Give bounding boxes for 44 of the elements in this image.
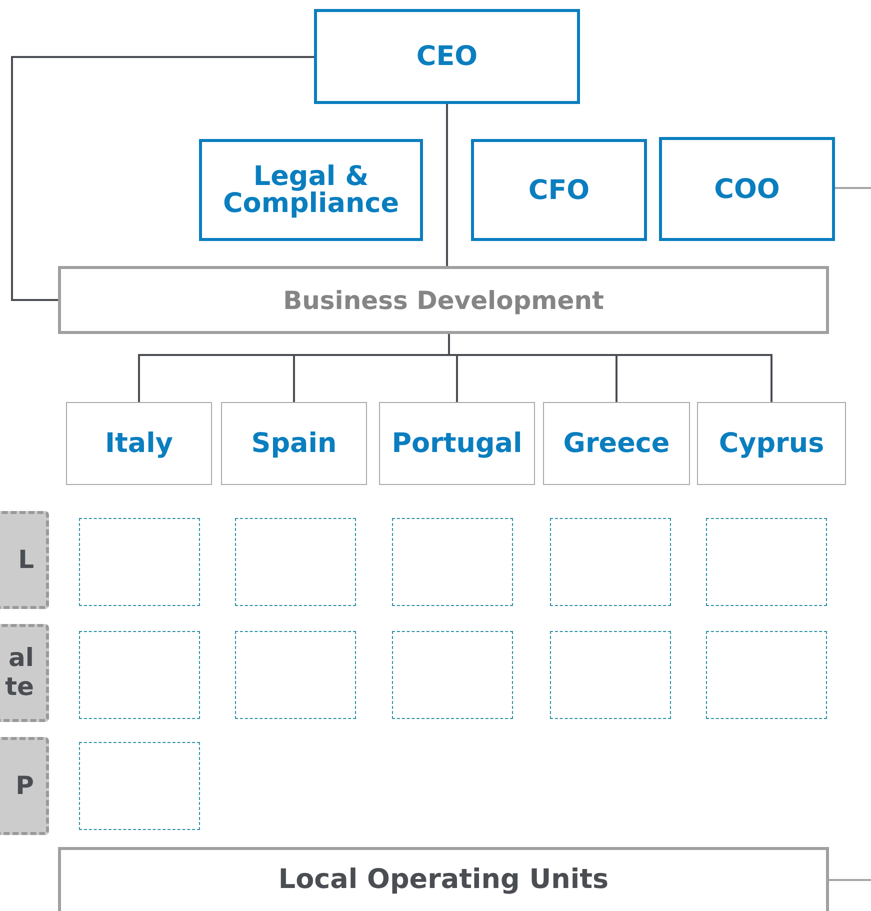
empty-box (79, 518, 200, 606)
country-box (697, 402, 846, 485)
connector-line (835, 187, 871, 189)
department-box (58, 847, 829, 911)
executive-box (659, 137, 835, 241)
row-label-box (0, 737, 49, 835)
connector-line (829, 879, 871, 881)
node-label: CFO (528, 176, 590, 204)
empty-box (235, 631, 356, 719)
empty-box (706, 631, 827, 719)
empty-box (235, 518, 356, 606)
node-label: Spain (251, 428, 337, 459)
empty-box (79, 742, 200, 830)
empty-box (392, 631, 513, 719)
node-label: Greece (563, 428, 670, 459)
node-label: P (16, 772, 34, 800)
country-box (66, 402, 212, 485)
empty-box (706, 518, 827, 606)
node-label: Cyprus (718, 428, 824, 459)
node-label: Legal & Compliance (222, 163, 400, 217)
node-label: Local Operating Units (278, 864, 609, 895)
node-label: COO (714, 176, 780, 202)
node-label: Italy (104, 428, 174, 459)
country-box (543, 402, 690, 485)
empty-box (550, 518, 671, 606)
node-label: Business Development (283, 286, 604, 314)
row-label-box (0, 624, 49, 722)
connector-line (446, 104, 448, 266)
connector-line (11, 56, 314, 301)
department-box (199, 139, 423, 241)
country-box (379, 402, 535, 485)
executive-box (471, 139, 647, 241)
country-box (221, 402, 367, 485)
node-label: CEO (416, 43, 478, 70)
department-box (58, 266, 829, 334)
node-label: L (18, 546, 34, 574)
node-label: Portugal (392, 428, 522, 459)
row-label-box (0, 511, 49, 609)
empty-box (550, 631, 671, 719)
executive-box (314, 9, 580, 104)
empty-box (79, 631, 200, 719)
empty-box (392, 518, 513, 606)
connector-line (448, 334, 772, 402)
node-label: al te (4, 644, 34, 702)
